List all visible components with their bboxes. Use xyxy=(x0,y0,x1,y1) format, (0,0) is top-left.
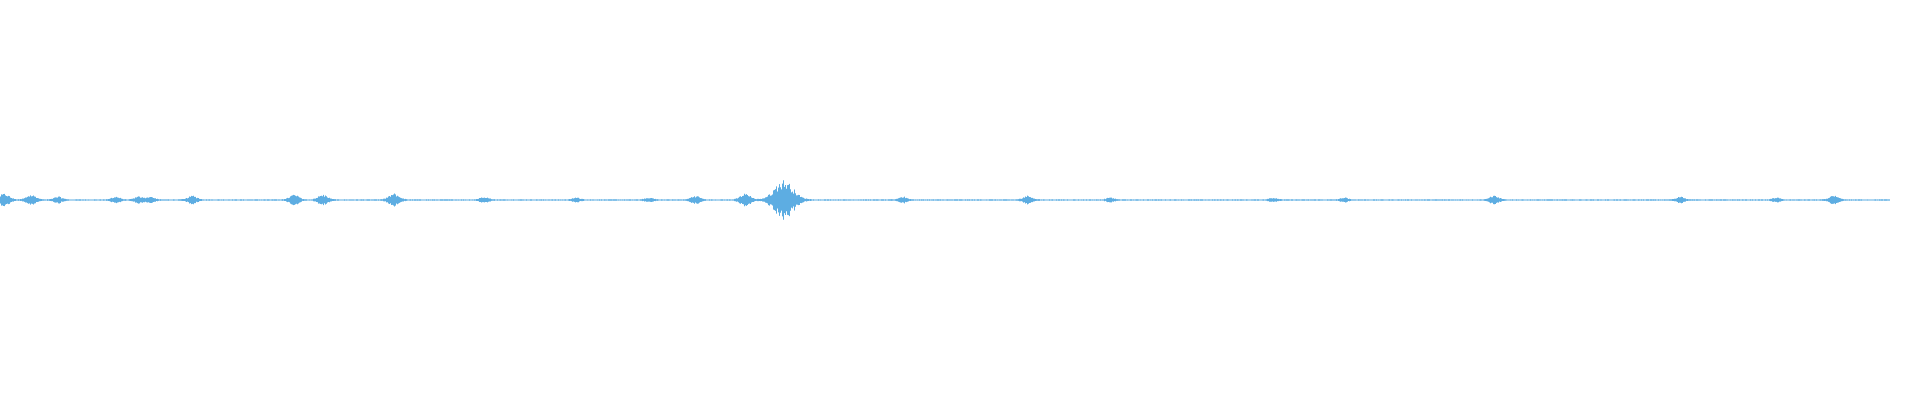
waveform-path xyxy=(0,180,1890,220)
